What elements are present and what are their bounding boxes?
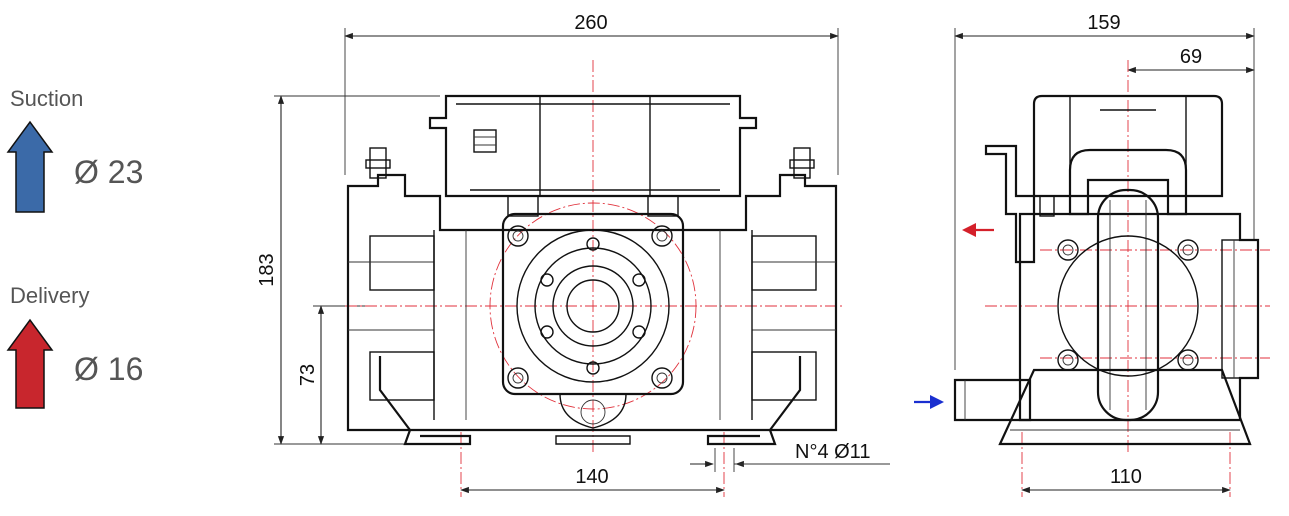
depth-dimension: 159: [1087, 12, 1120, 34]
bolt-circle: [489, 202, 697, 410]
offset-dimension: 69: [1180, 46, 1202, 68]
legend: Suction Ø 23 Delivery Ø 16: [6, 86, 143, 409]
height-dimension: 183: [256, 253, 278, 286]
holes-callout: N°4 Ø11: [795, 441, 870, 463]
side-view: 159 69 110: [914, 12, 1270, 497]
suction-diameter: Ø 23: [74, 154, 143, 190]
suction-arrow-icon: [6, 120, 54, 213]
front-view: 260 183 73 140 N°4 Ø11: [256, 12, 890, 497]
suction-label: Suction: [10, 86, 83, 111]
hole-spacing-dimension: 140: [575, 466, 608, 488]
delivery-arrow-icon: [6, 318, 54, 409]
front-body-outline: [346, 94, 838, 446]
side-body-outline: [953, 94, 1260, 446]
width-dimension: 260: [574, 12, 607, 34]
delivery-label: Delivery: [10, 283, 89, 308]
delivery-diameter: Ø 16: [74, 351, 143, 387]
delivery-flow-arrow-icon: [962, 223, 994, 237]
axis-height-dimension: 73: [297, 364, 319, 386]
suction-flow-arrow-icon: [914, 395, 944, 409]
base-width-dimension: 110: [1110, 466, 1142, 488]
